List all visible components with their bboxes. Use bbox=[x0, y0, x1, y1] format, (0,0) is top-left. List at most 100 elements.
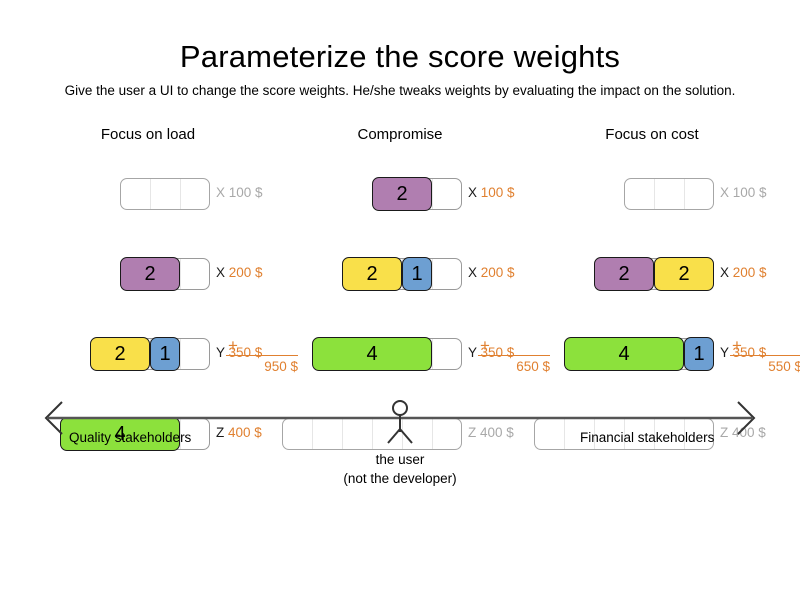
slider-cell[interactable] bbox=[313, 419, 343, 449]
weight-segment-yellow[interactable]: 2 bbox=[90, 337, 150, 371]
weight-segment-blue[interactable]: 1 bbox=[150, 337, 180, 371]
weight-row: 2 X 200 $ bbox=[20, 254, 276, 294]
row-price: 400 $ bbox=[228, 425, 262, 440]
slider-cell[interactable] bbox=[625, 419, 655, 449]
row-price: 400 $ bbox=[480, 425, 514, 440]
weight-segment-purple[interactable]: 2 bbox=[372, 177, 432, 211]
slider-cell[interactable] bbox=[433, 259, 461, 289]
page-subtitle: Give the user a UI to change the score w… bbox=[64, 82, 736, 98]
slider-cell[interactable] bbox=[121, 179, 151, 209]
scenario-sum: +950 $ bbox=[226, 336, 298, 374]
sum-total: 650 $ bbox=[516, 359, 550, 374]
slider-cell[interactable] bbox=[151, 339, 181, 369]
row-cost-label: Z 400 $ bbox=[720, 425, 766, 440]
slider-cell[interactable] bbox=[181, 179, 209, 209]
scenario-title: Compromise bbox=[357, 126, 443, 143]
row-letter: Z bbox=[720, 425, 732, 440]
scenario-sum: +650 $ bbox=[478, 336, 550, 374]
user-stick-figure-icon bbox=[387, 400, 413, 444]
row-price: 350 $ bbox=[732, 345, 767, 360]
sum-total: 550 $ bbox=[768, 359, 800, 374]
row-price: 100 $ bbox=[480, 185, 515, 200]
slider-cell[interactable] bbox=[403, 259, 433, 289]
row-cost-label: Y 350 $ bbox=[468, 345, 514, 360]
axis-label-financial: Financial stakeholders bbox=[580, 430, 715, 445]
weight-segment-purple[interactable]: 2 bbox=[120, 257, 180, 291]
row-price: 200 $ bbox=[732, 265, 767, 280]
slider-cell[interactable] bbox=[403, 339, 433, 369]
slider-cell[interactable] bbox=[595, 419, 625, 449]
slider-cell[interactable] bbox=[625, 179, 655, 209]
slider-cell[interactable] bbox=[181, 259, 209, 289]
weight-segment-green[interactable]: 4 bbox=[312, 337, 432, 371]
axis-label-quality: Quality stakeholders bbox=[69, 430, 192, 445]
weight-segment-purple[interactable]: 2 bbox=[594, 257, 654, 291]
sum-rule bbox=[730, 355, 800, 356]
weight-segment-blue[interactable]: 1 bbox=[684, 337, 714, 371]
weight-segment-yellow[interactable]: 2 bbox=[654, 257, 714, 291]
slider-cell[interactable] bbox=[403, 419, 433, 449]
sum-rule bbox=[478, 355, 550, 356]
row-cost-label: Z 400 $ bbox=[216, 425, 262, 440]
row-cost-label: Y 350 $ bbox=[216, 345, 262, 360]
row-price: 200 $ bbox=[228, 265, 263, 280]
row-letter: X bbox=[720, 265, 733, 280]
slider-cell[interactable] bbox=[565, 419, 595, 449]
row-cost-label: X 200 $ bbox=[468, 265, 515, 280]
user-caption: the user (not the developer) bbox=[0, 450, 800, 488]
slider-cell[interactable] bbox=[151, 419, 181, 449]
weight-row: X 100 $ bbox=[524, 174, 780, 214]
stakeholder-axis bbox=[0, 396, 800, 496]
slider-cell[interactable] bbox=[181, 339, 209, 369]
weight-row: X 100 $ bbox=[20, 174, 276, 214]
slider-cell[interactable] bbox=[373, 419, 403, 449]
axis-arrow-icon bbox=[44, 400, 756, 444]
user-caption-line-2: (not the developer) bbox=[343, 471, 457, 486]
row-cost-label: Y 350 $ bbox=[720, 345, 766, 360]
slider-cell[interactable] bbox=[685, 179, 713, 209]
weight-segment-green[interactable]: 4 bbox=[564, 337, 684, 371]
row-letter: Y bbox=[720, 345, 733, 360]
row-letter: Y bbox=[216, 345, 229, 360]
sum-rule bbox=[226, 355, 298, 356]
weight-segment-yellow[interactable]: 2 bbox=[342, 257, 402, 291]
row-letter: X bbox=[216, 265, 229, 280]
weight-row: 2 X 100 $ bbox=[272, 174, 528, 214]
user-caption-line-1: the user bbox=[375, 452, 425, 467]
row-cost-label: X 100 $ bbox=[468, 185, 515, 200]
slider-cell[interactable] bbox=[433, 179, 461, 209]
slider-cell[interactable] bbox=[655, 179, 685, 209]
page-title: Parameterize the score weights bbox=[179, 38, 621, 74]
row-letter: X bbox=[468, 265, 481, 280]
weight-slider-track[interactable] bbox=[624, 178, 714, 210]
row-cost-label: Z 400 $ bbox=[468, 425, 514, 440]
scenario-sum: +550 $ bbox=[730, 337, 800, 374]
weight-slider-track[interactable] bbox=[120, 178, 210, 210]
slider-cell[interactable] bbox=[343, 419, 373, 449]
slider-cell[interactable] bbox=[151, 179, 181, 209]
slider-cell[interactable] bbox=[535, 419, 565, 449]
slider-cell[interactable] bbox=[151, 259, 181, 289]
weight-slider-track[interactable] bbox=[534, 418, 714, 450]
slider-cell[interactable] bbox=[433, 339, 461, 369]
row-price: 100 $ bbox=[732, 185, 767, 200]
sum-plus-sign: + bbox=[480, 336, 490, 355]
row-price: 200 $ bbox=[480, 265, 515, 280]
weight-slider-track[interactable] bbox=[282, 418, 462, 450]
slider-cell[interactable] bbox=[655, 419, 685, 449]
row-price: 100 $ bbox=[228, 185, 263, 200]
slider-cell[interactable] bbox=[403, 179, 433, 209]
weight-segment-blue[interactable]: 1 bbox=[402, 257, 432, 291]
row-letter: Z bbox=[468, 425, 480, 440]
scenario-title: Focus on cost bbox=[605, 126, 699, 143]
row-letter: Z bbox=[216, 425, 228, 440]
sum-plus-sign: + bbox=[228, 336, 238, 355]
slider-cell[interactable] bbox=[283, 419, 313, 449]
